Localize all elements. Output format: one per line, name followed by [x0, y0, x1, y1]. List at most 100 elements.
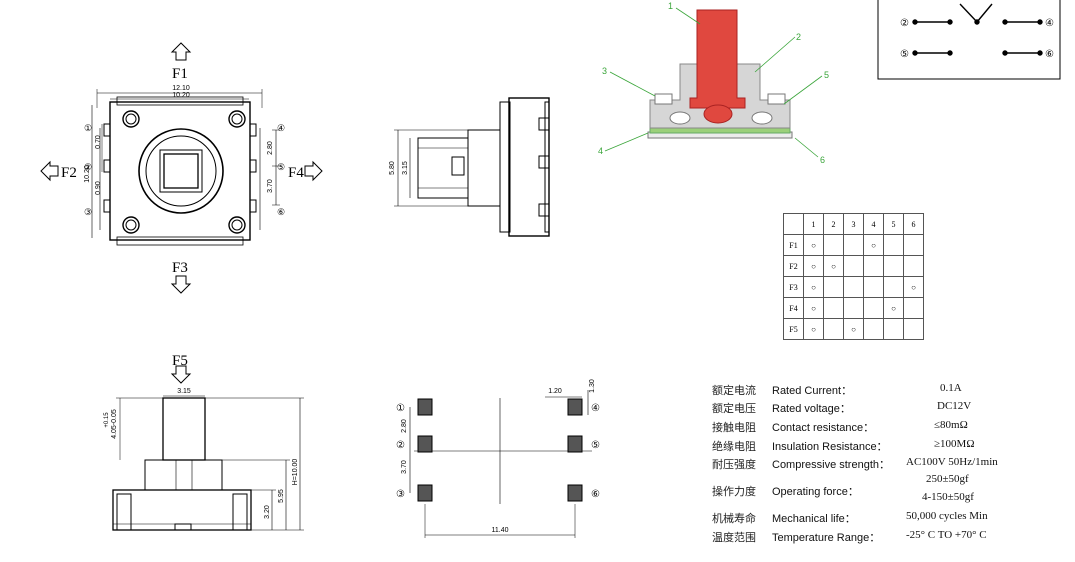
- arrow-up-icon: [170, 42, 192, 61]
- table-cell: [823, 276, 844, 298]
- table-cell: [823, 234, 844, 256]
- spec-en-label: Contact resistance：: [772, 422, 875, 434]
- force-label-f2: F2: [61, 165, 77, 181]
- table-cell: ○: [803, 318, 824, 340]
- callout-6: 6: [820, 155, 825, 165]
- spec-en-label: Rated voltage：: [772, 403, 851, 415]
- schematic-pin-2: ②: [900, 18, 909, 29]
- dim-pitch-upper: 2.80: [267, 141, 274, 155]
- row-label: F4: [783, 297, 804, 319]
- schematic-pin-6: ⑥: [1045, 49, 1054, 60]
- spec-en-label: Temperature Range：: [772, 532, 881, 544]
- table-header-cell: 2: [823, 213, 844, 235]
- dim-pin-small: 0.90: [95, 181, 102, 195]
- table-header-cell: [783, 213, 804, 235]
- footprint-pin-3: ③: [396, 489, 405, 500]
- table-cell: [903, 255, 924, 277]
- arrow-down-icon: [170, 365, 192, 384]
- dim-height-left: 10.20: [84, 165, 91, 183]
- spec-en-label: Insulation Resistance：: [772, 441, 888, 453]
- spec-value: 0.1A: [940, 382, 962, 394]
- spec-value: -25° C TO +70° C: [906, 529, 987, 541]
- table-cell: [823, 318, 844, 340]
- table-row: F2 ○ ○: [783, 255, 924, 277]
- dim-pitch-lower: 3.70: [267, 179, 274, 193]
- spec-cn-label: 温度范围: [712, 531, 756, 544]
- top-view: [40, 42, 323, 294]
- table-cell: ○: [903, 276, 924, 298]
- table-row: F5 ○ ○: [783, 318, 924, 340]
- dim-front-height: H=10.00: [292, 459, 299, 486]
- spec-cn-label: 机械寿命: [712, 512, 756, 525]
- arrow-right-icon: [304, 160, 323, 182]
- pin-label-4: ④: [277, 123, 285, 133]
- dim-pitch-b: 3.70: [401, 460, 408, 474]
- table-cell: ○: [803, 255, 824, 277]
- dim-front-mid: 5.95: [278, 489, 285, 503]
- table-cell: ○: [883, 297, 904, 319]
- spec-en-label: Mechanical life：: [772, 513, 856, 525]
- table-cell: [883, 255, 904, 277]
- footprint-pin-6: ⑥: [591, 489, 600, 500]
- top-view-text: 12.10 10.20 2.80 3.70 0.70 10.20 0.90 ① …: [84, 85, 285, 217]
- dim-inner-width: 10.20: [172, 92, 190, 99]
- table-cell: [843, 297, 864, 319]
- footprint-pin-4: ④: [591, 403, 600, 414]
- table-cell: ○: [803, 234, 824, 256]
- pin-label-6: ⑥: [277, 207, 285, 217]
- table-cell: ○: [803, 276, 824, 298]
- spec-value: DC12V: [937, 400, 972, 412]
- row-label: F5: [783, 318, 804, 340]
- arrow-left-icon: [40, 160, 59, 182]
- spec-row: 机械寿命 Mechanical life： 50,000 cycles Min: [712, 510, 988, 526]
- table-cell: [883, 318, 904, 340]
- truth-table: 1 2 3 4 5 6 F1 ○ ○ F2 ○ ○ F3 ○ ○ F4 ○: [783, 213, 924, 340]
- callout-5: 5: [824, 70, 829, 80]
- table-cell: [903, 297, 924, 319]
- table-cell: ○: [803, 297, 824, 319]
- spec-row: 操作力度 Operating force： 250±50gf 4-150±50g…: [712, 473, 974, 503]
- footprint: [409, 390, 592, 538]
- front-view: [112, 365, 304, 531]
- table-header-cell: 4: [863, 213, 884, 235]
- dim-front-top: 3.15: [177, 388, 191, 395]
- spec-cn-label: 额定电压: [712, 402, 756, 415]
- row-label: F3: [783, 276, 804, 298]
- spec-cn-label: 绝缘电阻: [712, 440, 756, 453]
- force-label-f3: F3: [172, 260, 188, 276]
- table-header-cell: 1: [803, 213, 824, 235]
- side-view: [394, 97, 550, 237]
- table-cell: [863, 255, 884, 277]
- dim-outer-width: 12.10: [172, 85, 190, 92]
- table-cell: [843, 255, 864, 277]
- spec-value-secondary: 4-150±50gf: [922, 491, 974, 503]
- table-cell: ○: [843, 318, 864, 340]
- dim-front-stroke-plus: +0.15: [104, 412, 110, 428]
- footprint-pin-1: ①: [396, 403, 405, 414]
- pin-label-2: ②: [84, 162, 92, 172]
- table-cell: ○: [863, 234, 884, 256]
- dim-side-total: 5.80: [389, 161, 396, 175]
- spec-value: ≤80mΩ: [934, 419, 968, 431]
- schematic-pin-5: ⑤: [900, 49, 909, 60]
- spec-cn-label: 耐压强度: [712, 458, 756, 471]
- dim-front-base: 3.20: [264, 505, 271, 519]
- footprint-pin-5: ⑤: [591, 440, 600, 451]
- dim-pad-height: 1.30: [589, 379, 596, 393]
- spec-en-label: Rated Current：: [772, 385, 853, 397]
- table-cell: [883, 276, 904, 298]
- table-header-cell: 3: [843, 213, 864, 235]
- table-cell: ○: [823, 255, 844, 277]
- table-cell: [843, 234, 864, 256]
- spec-value: ≥100MΩ: [934, 438, 975, 450]
- spec-row: 额定电流 Rated Current： 0.1A: [712, 382, 962, 398]
- spec-cn-label: 接触电阻: [712, 421, 756, 434]
- dim-front-stroke: 4.05-0.05: [111, 409, 118, 439]
- spec-cn-label: 额定电流: [712, 384, 756, 397]
- row-label: F1: [783, 234, 804, 256]
- spec-en-label: Operating force：: [772, 486, 859, 498]
- dim-side-body: 3.15: [402, 161, 409, 175]
- force-label-f1: F1: [172, 66, 188, 82]
- truth-table-header: 1 2 3 4 5 6: [783, 213, 924, 235]
